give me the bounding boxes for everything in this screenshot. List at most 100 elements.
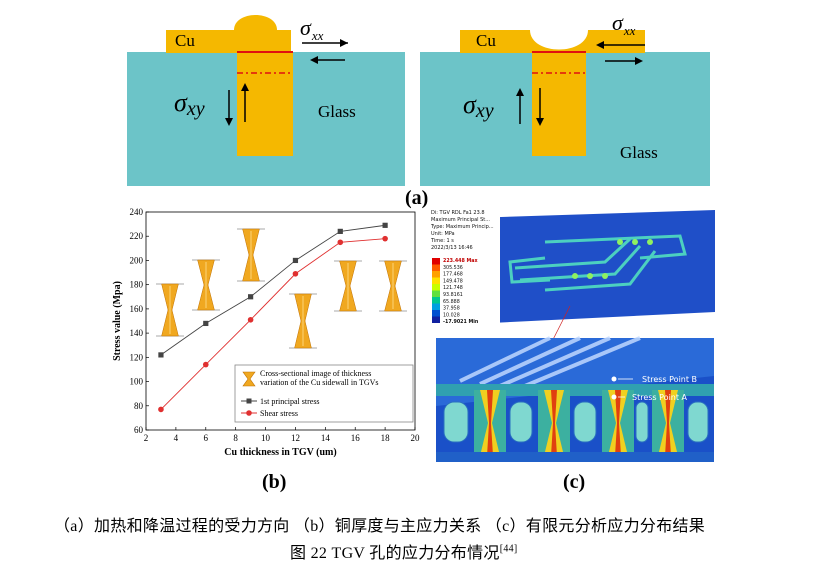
colorbar-label: 93.8161 <box>443 292 463 298</box>
colorbar-swatch <box>432 284 440 291</box>
panel-a-right: Cu σxx σxy Glass <box>420 10 710 186</box>
colorbar-swatch <box>432 271 440 278</box>
hourglass-cross-section-icon <box>289 293 317 349</box>
svg-text:σxx: σxx <box>300 15 324 43</box>
arrow-right-icon <box>635 57 643 65</box>
hourglass-cross-section-icon <box>379 260 407 312</box>
y-tick-label: 140 <box>130 328 144 338</box>
y-tick-label: 240 <box>130 207 144 217</box>
hourglass-cross-section-icon <box>156 283 184 337</box>
hourglass-legend-icon <box>242 371 256 387</box>
data-point-circle <box>337 239 344 246</box>
x-tick-label: 12 <box>291 433 300 443</box>
y-tick-label: 220 <box>130 231 144 241</box>
x-tick-label: 6 <box>204 433 209 443</box>
arrow-down-icon <box>225 118 233 126</box>
y-tick-label: 100 <box>130 377 144 387</box>
data-point-square <box>292 257 299 264</box>
data-point-square <box>337 228 343 234</box>
y-tick-label: 160 <box>130 304 144 314</box>
colorbar-swatch <box>432 290 440 297</box>
y-tick-label: 180 <box>130 280 144 290</box>
panel-a-label: (a) <box>405 187 429 209</box>
x-axis-label: Cu thickness in TGV (um) <box>224 447 336 458</box>
arrow-left-icon <box>596 41 604 49</box>
stress-point-b-label: Stress Point B <box>642 375 697 384</box>
panel-c-label: (c) <box>563 471 586 493</box>
cu-top-layer-left <box>166 30 291 53</box>
series-line-1 <box>160 224 386 356</box>
hourglass-cross-section-icon <box>192 259 220 311</box>
legend-icon-label-line2: variation of the Cu sidewall in TGVs <box>260 378 379 387</box>
x-tick-label: 2 <box>144 433 149 443</box>
colorbar-label: 149.478 <box>443 278 463 284</box>
colorbar-swatch <box>432 316 440 323</box>
fea-header-line: Unit: MPa <box>431 231 455 237</box>
legend-square-marker <box>246 398 252 404</box>
colorbar-label: 223.448 Max <box>443 258 479 264</box>
arrow-up-icon <box>241 83 249 91</box>
svg-text:σxy: σxy <box>463 90 494 122</box>
figure-caption: 图 22 TGV 孔的应力分布情况[44] <box>290 543 518 562</box>
y-tick-label: 120 <box>130 352 144 362</box>
fea-colorbar: 223.448 Max305.536177.468149.478121.7489… <box>432 258 479 325</box>
panel-b-label: (b) <box>262 471 287 493</box>
data-point-square <box>203 320 209 327</box>
data-point-circle <box>202 361 209 368</box>
fea-vias <box>474 390 684 456</box>
colorbar-label: 177.468 <box>443 272 463 278</box>
plot-frame <box>145 211 416 431</box>
subfigure-caption: （a）加热和降温过程的受力方向 （b）铜厚度与主应力关系 （c）有限元分析应力分… <box>54 518 706 535</box>
cu-dimple-right <box>530 30 588 50</box>
data-point-circle <box>247 316 254 323</box>
data-point-square <box>382 222 388 228</box>
y-tick-label: 200 <box>130 255 144 265</box>
data-point-square <box>158 352 164 358</box>
legend-series-1: 1st principal stress <box>260 397 320 406</box>
cu-label-left: Cu <box>175 31 195 50</box>
cu-via-left <box>237 52 293 156</box>
data-point-circle <box>158 406 164 413</box>
fea-header-line: Time: 1 s <box>430 238 454 244</box>
x-tick-label: 10 <box>261 433 271 443</box>
x-tick-label: 18 <box>381 433 391 443</box>
stress-point-a-label: Stress Point A <box>632 393 688 402</box>
svg-text:Cross-sectional image of thick: Cross-sectional image of thickness varia… <box>260 369 379 387</box>
colorbar-label: 37.958 <box>443 306 460 312</box>
x-tick-label: 16 <box>351 433 361 443</box>
stress-point-a-marker <box>611 394 617 400</box>
legend-icon-label-line1: Cross-sectional image of thickness <box>260 369 371 378</box>
legend-series-2: Shear stress <box>260 409 298 418</box>
y-tick-label: 60 <box>134 425 144 435</box>
colorbar-label: 305.536 <box>443 265 463 271</box>
fea-header-line: Maximum Principal St... <box>431 217 490 223</box>
x-tick-label: 8 <box>233 433 238 443</box>
colorbar-swatch <box>432 264 440 271</box>
stress-point-b-marker <box>611 376 617 382</box>
cu-via-right <box>532 52 586 156</box>
colorbar-label: 10.028 <box>443 312 460 318</box>
chart-legend-box <box>234 364 414 423</box>
hourglass-cross-section-icon <box>237 228 265 282</box>
arrow-right-icon <box>340 39 348 47</box>
colorbar-swatch <box>432 277 440 284</box>
colorbar-swatch <box>432 303 440 310</box>
x-tick-label: 14 <box>321 433 331 443</box>
series-line-2 <box>160 238 386 410</box>
panel-a-left: Cu σxx σxy Glass <box>127 15 405 186</box>
glass-label-right: Glass <box>620 143 658 162</box>
data-point-circle <box>292 270 299 277</box>
y-tick-label: 80 <box>134 401 144 411</box>
panel-a-diagram: Cu σxx σxy Glass Cu σxx σxy Glass <box>127 10 710 186</box>
svg-text:σxy: σxy <box>174 88 205 120</box>
fea-cross-section: Stress Point B Stress Point A <box>436 336 714 462</box>
cu-label-right: Cu <box>476 31 496 50</box>
data-point-square <box>248 294 254 300</box>
hourglass-cross-section-icon <box>334 260 362 312</box>
cu-bump-left <box>234 15 277 30</box>
arrow-down-icon <box>536 118 544 126</box>
svg-text:σxx: σxx <box>612 10 636 38</box>
